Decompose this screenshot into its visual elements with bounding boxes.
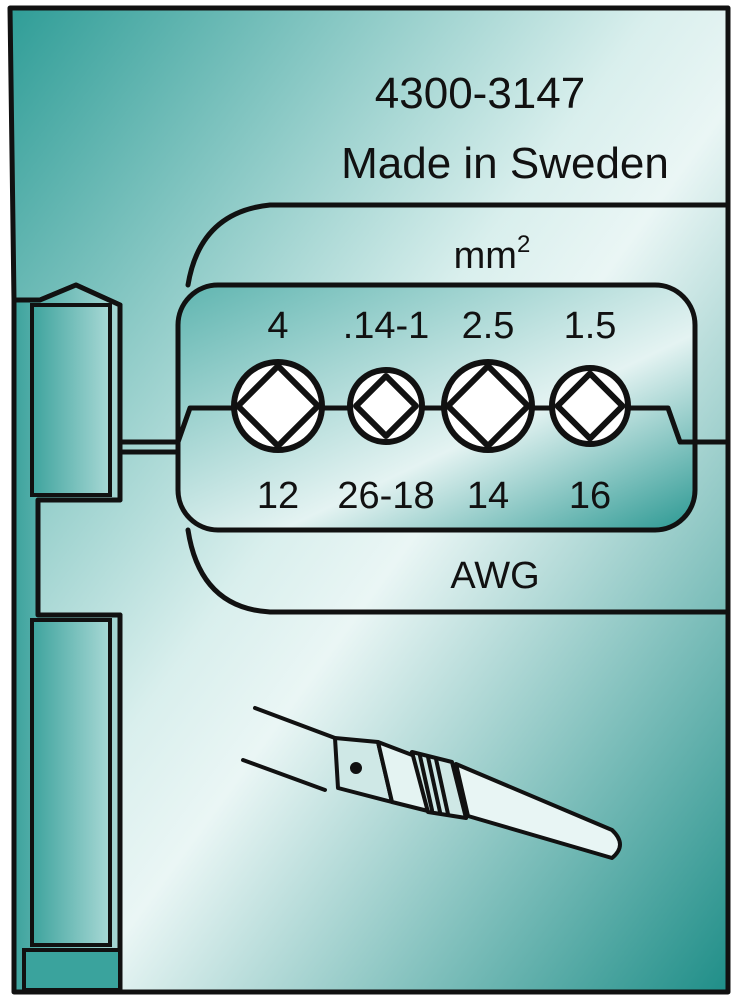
cavity-diamond-3	[445, 363, 531, 449]
left-rail-slot-lower	[30, 618, 112, 947]
parting-line-lower	[120, 442, 181, 455]
metric-unit-label: mm2	[454, 231, 531, 277]
wire-lower-line	[241, 758, 327, 792]
mm2-label-1: 4	[267, 305, 288, 347]
cavity-diamond-4	[554, 370, 626, 442]
wire-upper-line	[253, 706, 337, 740]
mm2-label-4: 1.5	[564, 305, 617, 347]
left-rail-slot-upper	[30, 303, 112, 497]
part-number: 4300-3147	[375, 69, 585, 118]
contact-pin	[454, 762, 622, 860]
connector-contact-illustration	[241, 706, 622, 860]
contact-flange	[410, 750, 468, 820]
metric-unit-exponent: 2	[517, 231, 530, 258]
mm2-size-labels: 4 .14-1 2.5 1.5	[267, 305, 616, 347]
cavity-diamond-1	[235, 363, 321, 449]
lower-jaw-outline	[185, 527, 731, 615]
crimp-cavities	[231, 359, 631, 453]
parting-line	[120, 405, 728, 445]
mm2-label-2: .14-1	[343, 305, 430, 347]
contact-hole	[350, 762, 362, 774]
awg-unit-label: AWG	[450, 555, 539, 597]
upper-jaw-outline	[185, 202, 731, 288]
awg-label-1: 12	[257, 475, 299, 517]
mm2-label-3: 2.5	[462, 305, 515, 347]
origin-label: Made in Sweden	[341, 139, 669, 188]
awg-size-labels: 12 26-18 14 16	[257, 475, 611, 517]
left-rail-foot	[22, 948, 122, 992]
awg-label-2: 26-18	[337, 475, 434, 517]
metric-unit: mm	[454, 235, 517, 277]
cavity-diamond-2	[353, 373, 419, 439]
awg-label-4: 16	[569, 475, 611, 517]
awg-label-3: 14	[467, 475, 509, 517]
